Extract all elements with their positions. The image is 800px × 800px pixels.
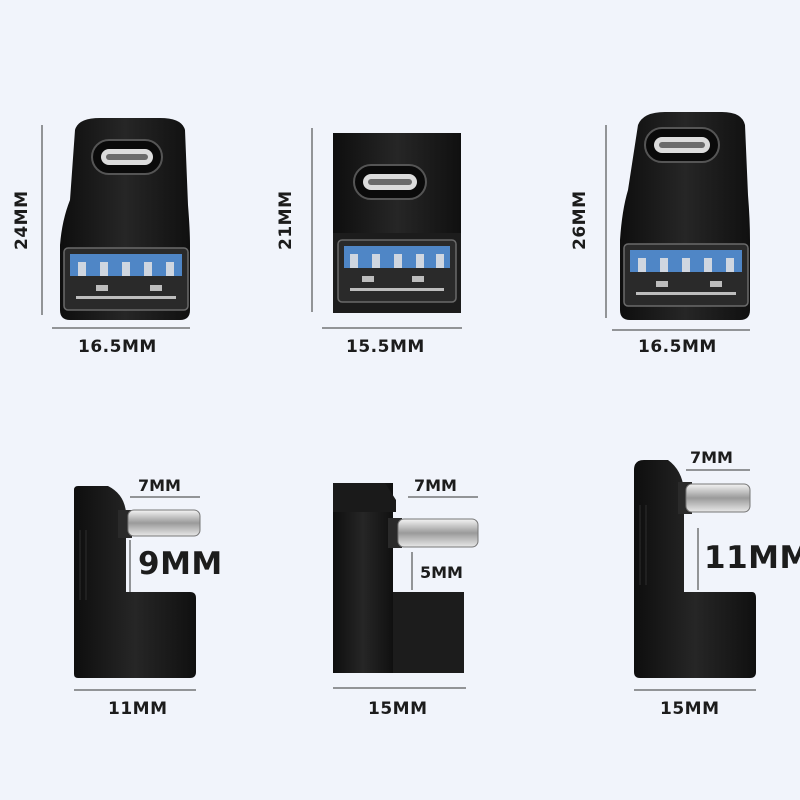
adapter-1-front — [60, 118, 190, 320]
adapter-5-plug-offset-label: 5MM — [420, 563, 463, 582]
adapter-1-height-label: 24MM — [12, 190, 32, 251]
adapter-5-side — [333, 483, 479, 673]
adapter-4-plug-offset-label: 9MM — [138, 546, 223, 582]
adapter-3-front — [620, 112, 750, 320]
adapter-1-dimension-lines — [41, 125, 190, 329]
adapter-4-depth-label: 11MM — [108, 699, 168, 719]
adapter-5-depth-label: 15MM — [368, 699, 428, 719]
adapter-6-dimension-lines — [634, 469, 756, 691]
adapter-1-width-label: 16.5MM — [78, 337, 157, 357]
adapter-2-dimension-lines — [311, 128, 462, 329]
adapter-2-width-label: 15.5MM — [346, 337, 425, 357]
adapter-2-height-label: 21MM — [276, 190, 296, 251]
adapter-3-height-label: 26MM — [570, 190, 590, 251]
adapter-6-plug-offset-label: 11MM — [704, 540, 800, 576]
adapter-3-dimension-lines — [605, 125, 750, 331]
adapter-6-depth-label: 15MM — [660, 699, 720, 719]
adapter-5-plug-length-label: 7MM — [414, 476, 457, 495]
adapter-6-plug-length-label: 7MM — [690, 448, 733, 467]
adapter-4-side — [74, 486, 201, 678]
adapter-5-dimension-lines — [333, 496, 478, 689]
adapter-4-dimension-lines — [74, 496, 200, 691]
adapter-4-plug-length-label: 7MM — [138, 476, 181, 495]
adapter-2-front — [333, 133, 461, 313]
adapter-6-side — [634, 460, 756, 678]
adapter-3-width-label: 16.5MM — [638, 337, 717, 357]
